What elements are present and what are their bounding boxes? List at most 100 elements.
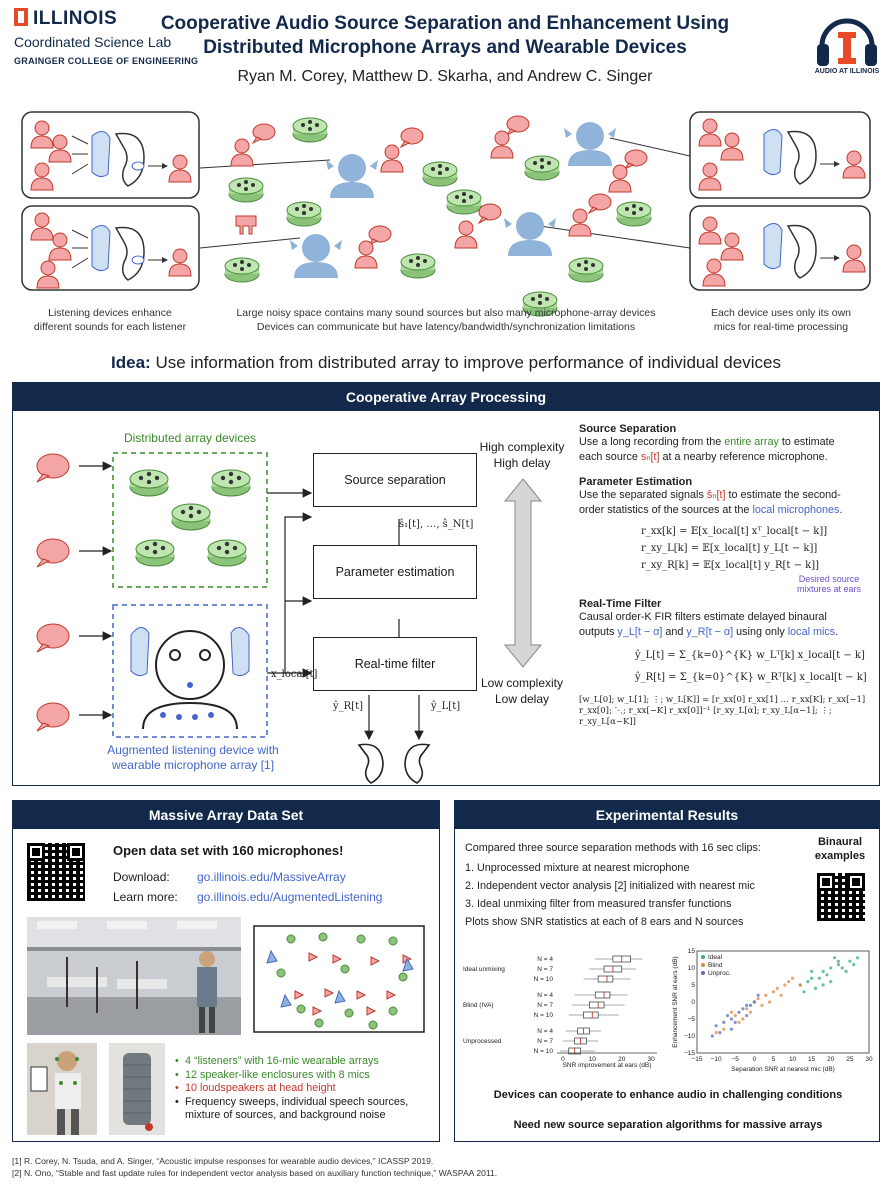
scatter-xtick: −10 (711, 1056, 722, 1063)
method-2: 2. Independent vector analysis [2] initi… (465, 880, 755, 892)
bullet-recordings: Frequency sweeps, individual speech sour… (175, 1096, 435, 1123)
real-time-filter-title: Real-Time Filter (579, 598, 662, 610)
download-label: Download: (113, 870, 170, 884)
scatter-xtick: 25 (846, 1056, 854, 1063)
idea-label: Idea: (111, 353, 151, 372)
box-iqr (597, 975, 614, 983)
panel-left-top (21, 111, 200, 199)
learn-more-link[interactable]: go.illinois.edu/AugmentedListening (197, 890, 383, 904)
box-xtick: 20 (618, 1056, 626, 1063)
binaural-qr-code-icon[interactable] (817, 873, 865, 921)
room-layout-diagram (253, 925, 425, 1033)
scatter-point (745, 1007, 749, 1011)
augmented-device-label: Augmented listening device with wearable… (83, 743, 303, 773)
box-group-label: Ideal unmixing (463, 966, 505, 973)
scatter-point (821, 983, 825, 987)
method-1: 1. Unprocessed mixture at nearest microp… (465, 862, 690, 874)
box-group-label: Unprocessed (463, 1038, 502, 1045)
scatter-point (756, 993, 760, 997)
logo-text: ILLINOIS (33, 8, 118, 29)
method-3: 3. Ideal unmixing filter from measured t… (465, 898, 732, 910)
scatter-point (829, 980, 833, 984)
scatter-point (783, 983, 787, 987)
scatter-point (729, 1027, 733, 1031)
scatter-point (836, 963, 841, 967)
box-xtick: 10 (589, 1056, 597, 1063)
scatter-point (802, 990, 806, 994)
conclusion-1: Devices can cooperate to enhance audio i… (493, 1089, 843, 1101)
scatter-point (852, 963, 856, 967)
caption-center-line-2: Devices can communicate but have latency… (256, 321, 636, 333)
block-i-icon (14, 8, 28, 26)
binaural-label: Binaural examples (814, 836, 866, 862)
scatter-point (798, 983, 802, 987)
high-delay-text: High delay (493, 456, 551, 470)
low-complexity-label: Low complexity Low delay (473, 675, 571, 707)
low-delay-text: Low delay (494, 692, 550, 706)
cooperative-section: Cooperative Array Processing (12, 382, 880, 786)
parameter-estimation-text: Use the separated signals ŝₙ[t] to estim… (579, 489, 843, 516)
equation-yl: ŷ_L[t] = Σ_{k=0}^{K} w_Lᵀ[k] x_local[t −… (635, 650, 865, 661)
scatter-xtick: 15 (808, 1056, 816, 1063)
high-complexity-text: High complexity (479, 440, 565, 454)
box-xtick: 30 (648, 1056, 656, 1063)
scatter-point (756, 997, 760, 1001)
bullet-listeners: 4 “listeners” with 16-mic wearable array… (175, 1055, 435, 1069)
scatter-point (844, 969, 848, 973)
idea-text: Use information from distributed array t… (155, 353, 781, 372)
cooperative-heading: Cooperative Array Processing (13, 383, 879, 411)
bullet-loudspeakers: 10 loudspeakers at head height (175, 1082, 435, 1096)
scatter-ytick: 0 (691, 999, 695, 1006)
box-n-label: N = 10 (534, 1012, 554, 1019)
scatter-point (790, 976, 795, 980)
augmented-label-line-1: Augmented listening device with (107, 743, 279, 757)
scatter-xtick: 0 (753, 1056, 757, 1063)
box-n-label: N = 10 (534, 976, 554, 983)
dataset-bullets: 4 “listeners” with 16-mic wearable array… (175, 1055, 435, 1123)
high-complexity-label: High complexity High delay (479, 439, 565, 471)
scatter-point (722, 1027, 726, 1031)
scatter-ytick: −15 (684, 1050, 695, 1057)
scatter-xtick: 30 (865, 1056, 873, 1063)
caption-right-line-2: mics for real-time processing (713, 321, 849, 333)
scatter-xtick: −15 (691, 1056, 702, 1063)
scatter-point (729, 1017, 733, 1021)
scatter-point (733, 1020, 737, 1024)
scatter-point (722, 1020, 726, 1024)
dataset-section: Massive Array Data Set Open data set wit… (12, 800, 440, 1142)
dataset-links: Download:go.illinois.edu/MassiveArray Le… (113, 867, 382, 907)
box-n-label: N = 7 (537, 966, 553, 973)
results-section: Experimental Results Compared three sour… (454, 800, 880, 1142)
illinois-logo: ILLINOIS (14, 8, 117, 30)
separated-sources-label: ŝ₁[t], …, ŝ_N[t] (399, 519, 474, 530)
scatter-point (745, 1014, 749, 1018)
scatter-point (737, 1020, 741, 1024)
caption-center-line-1: Large noisy space contains many sound so… (236, 307, 656, 319)
scatter-point (714, 1031, 718, 1035)
scatter-point (825, 973, 829, 977)
legend-label: Ideal (708, 954, 723, 961)
scatter-point (806, 980, 810, 984)
scatter-point (771, 990, 776, 994)
scatter-xtick: 5 (772, 1056, 776, 1063)
caption-right: Each device uses only its own mics for r… (690, 306, 872, 334)
box-iqr (589, 1001, 605, 1009)
dataset-headline: Open data set with 160 microphones! (113, 843, 344, 858)
authors: Ryan M. Corey, Matthew D. Skarha, and An… (237, 68, 653, 85)
download-link[interactable]: go.illinois.edu/MassiveArray (197, 870, 346, 884)
box-iqr (594, 991, 611, 999)
scatter-point (840, 966, 844, 970)
scatter-point (768, 1000, 772, 1004)
scatter-xtick: 20 (827, 1056, 835, 1063)
scenario-drawing (21, 111, 871, 317)
scatter-xlabel: Separation SNR at nearest mic (dB) (731, 1066, 835, 1073)
audio-logo-text: AUDIO AT ILLINOIS (814, 68, 880, 75)
scatter-ylabel: Enhancement SNR at ears (dB) (672, 956, 679, 1047)
scatter-point (787, 980, 791, 984)
equation-rxyr: r_xy_R[k] = 𝔼[x_local[t] y_R[t − k]] (641, 560, 820, 571)
legend-marker (701, 963, 705, 967)
scatter-point (710, 1034, 714, 1038)
dataset-qr-code-icon[interactable] (27, 843, 85, 901)
legend-label: Blind (708, 962, 723, 969)
